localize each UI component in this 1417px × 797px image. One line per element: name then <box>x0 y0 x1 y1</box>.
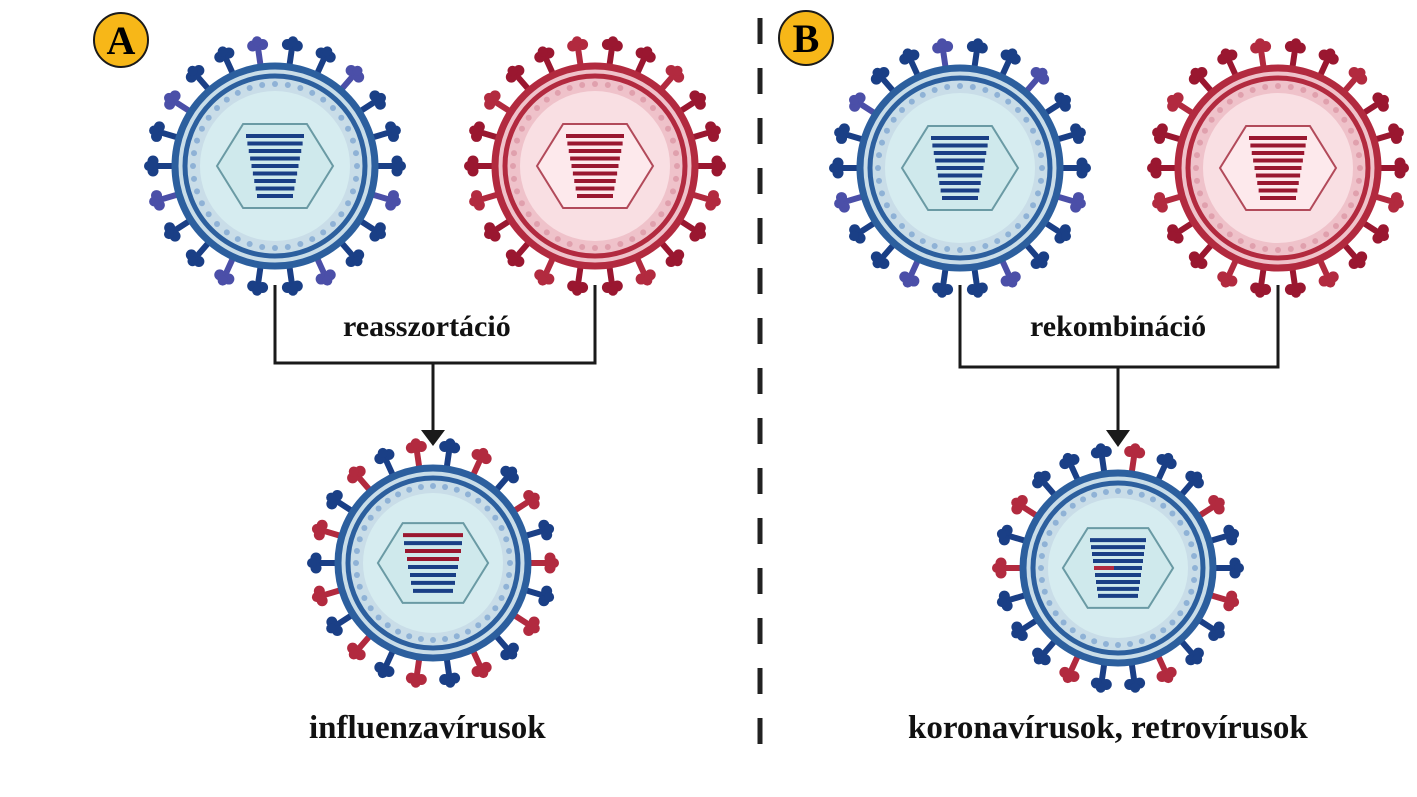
virus-b-child <box>992 443 1244 693</box>
virus-a-child <box>307 438 559 688</box>
arrow-head-b <box>1106 430 1130 447</box>
virus-a-blue-parent <box>144 36 406 296</box>
arrow-head-a <box>421 430 445 446</box>
virus-a-red-parent <box>464 36 726 296</box>
connector-a <box>273 285 597 432</box>
virus-b-red-parent <box>1147 38 1409 298</box>
result-label-b: koronavírusok, retrovírusok <box>908 710 1308 746</box>
result-label-a: influenzavírusok <box>309 710 546 746</box>
process-label-a: reasszortáció <box>337 310 517 344</box>
virus-b-blue-parent <box>829 38 1091 298</box>
process-label-b: rekombináció <box>1024 310 1213 344</box>
panel-a-badge: A <box>93 12 149 68</box>
connector-b <box>958 285 1280 432</box>
panel-b-badge: B <box>778 10 834 66</box>
